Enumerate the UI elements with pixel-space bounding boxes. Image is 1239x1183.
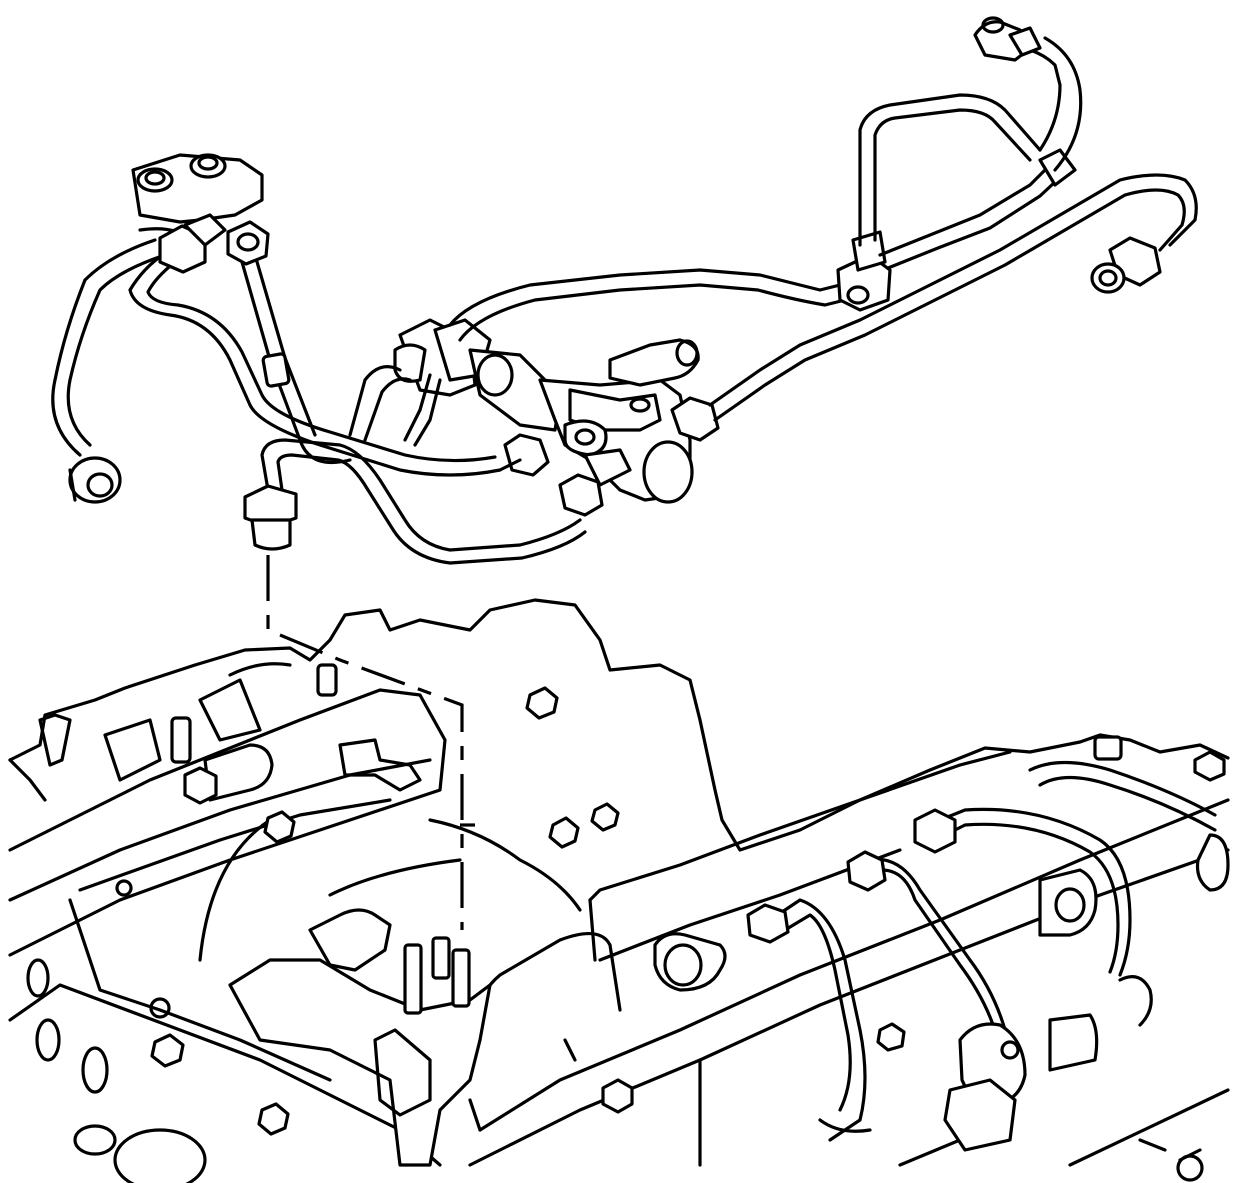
fuel-line-assembly (51, 16, 1198, 565)
right-end-nut (1090, 236, 1162, 294)
feed-pipe-fitting (243, 484, 298, 551)
engine-block (8, 598, 1230, 1183)
left-banjo-eyelet (68, 456, 122, 504)
left-mounting-block (131, 153, 270, 274)
fuel-pressure-distribution-block (393, 318, 720, 517)
high-pressure-pump (228, 908, 634, 1167)
top-right-banjo-eyelet (973, 16, 1042, 62)
left-fuel-rail (183, 738, 422, 805)
right-tee-fitting (836, 230, 892, 312)
alignment-guide (266, 555, 475, 930)
right-fuel-rail (653, 833, 1230, 992)
